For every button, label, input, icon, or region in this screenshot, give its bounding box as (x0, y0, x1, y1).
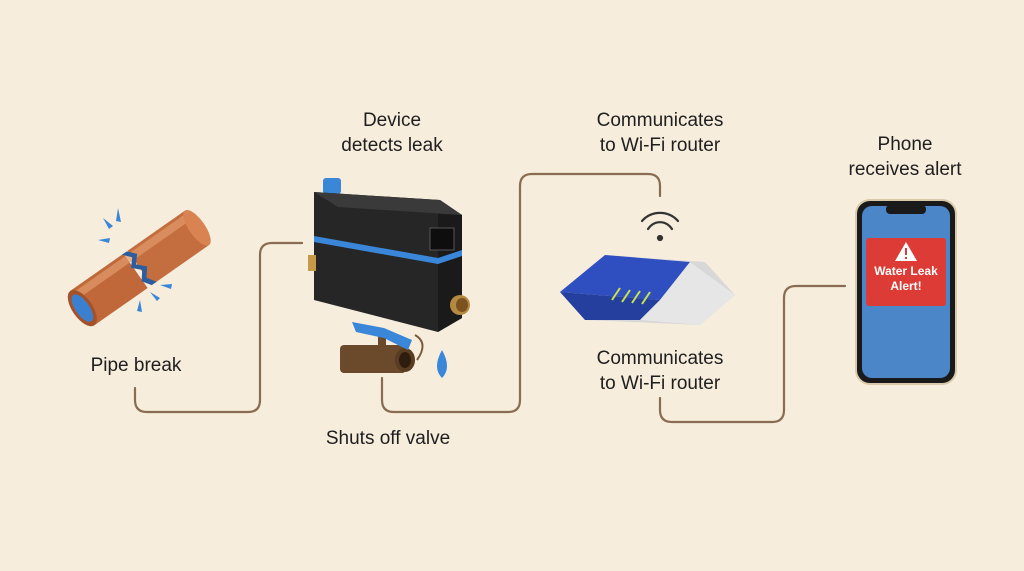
label-shuts-off-valve: Shuts off valve (325, 428, 451, 449)
wifi-router-icon (560, 211, 735, 325)
phone-alert-message: Water Leak Alert! (866, 264, 946, 294)
label-line: detects leak (341, 135, 443, 156)
label-line: receives alert (848, 159, 962, 180)
wifi-signal-icon (640, 211, 680, 242)
label-phone-receives-alert: Phone receives alert (849, 132, 962, 182)
label-device-detects-leak: Device detects leak (341, 108, 442, 158)
alert-line-2: Alert! (890, 279, 922, 293)
label-pipe-break: Pipe break (90, 355, 182, 376)
alert-line-1: Water Leak (874, 264, 938, 278)
connector-pipe-to-device (133, 241, 304, 414)
label-line: to Wi-Fi router (599, 135, 721, 156)
connector-router-to-phone (658, 284, 847, 424)
label-line: Communicates (596, 348, 724, 369)
water-drop-icon (437, 350, 447, 378)
connector-device-to-router (380, 172, 662, 414)
leak-detector-device-icon (308, 178, 470, 378)
warning-icon (895, 242, 917, 261)
label-line: Device (362, 110, 422, 131)
label-line: Phone (877, 134, 933, 155)
label-line: to Wi-Fi router (599, 373, 721, 394)
label-communicates-top: Communicates to Wi-Fi router (597, 108, 724, 158)
smartphone-icon (855, 199, 957, 385)
label-line: Communicates (596, 110, 724, 131)
broken-pipe-icon (67, 208, 211, 327)
label-communicates-bottom: Communicates to Wi-Fi router (597, 346, 724, 396)
